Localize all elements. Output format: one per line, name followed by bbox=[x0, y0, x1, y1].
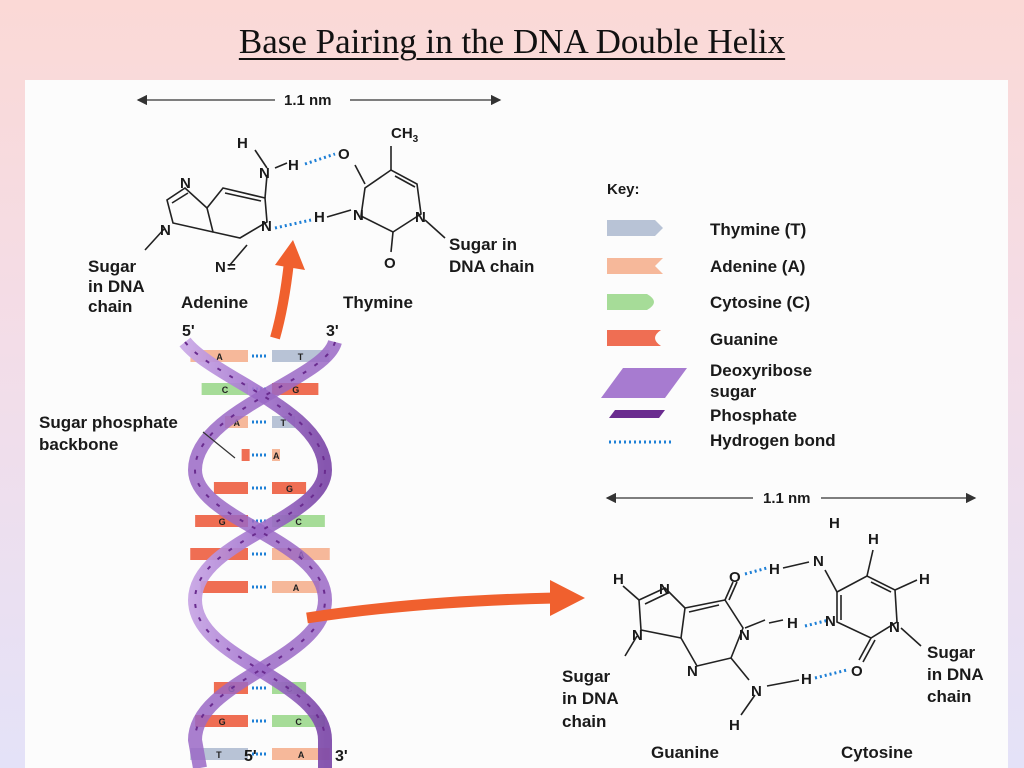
c-atom-n3: N bbox=[889, 619, 900, 636]
c-atom-h5: H bbox=[868, 531, 879, 548]
helix-base-right-letter: A bbox=[298, 750, 305, 760]
c-atom-n2: N bbox=[825, 613, 836, 630]
legend-thymine-label: Thymine (T) bbox=[710, 220, 806, 239]
top-left-sugar-label: Sugar in DNA chain bbox=[88, 257, 149, 316]
legend-guanine-swatch bbox=[607, 330, 661, 346]
bottom-right-sugar-label: Sugar in DNA chain bbox=[927, 643, 988, 706]
helix-base-left-letter: G bbox=[219, 517, 226, 527]
helix-base-left bbox=[200, 581, 248, 593]
strand-top-3prime: 3' bbox=[326, 323, 339, 340]
legend-cytosine-label: Cytosine (C) bbox=[710, 293, 810, 312]
helix-base-right-letter: C bbox=[295, 717, 302, 727]
atom-n7: N bbox=[415, 209, 426, 226]
helix-base-right-letter: T bbox=[298, 352, 304, 362]
strand-bottom-5prime: 5' bbox=[244, 748, 257, 765]
atom-equals: = bbox=[227, 259, 236, 276]
helix-base-right-letter: C bbox=[295, 517, 302, 527]
helix-base-right-letter: T bbox=[281, 418, 287, 428]
c-atom-h3: H bbox=[801, 671, 812, 688]
g-atom-o1: O bbox=[729, 569, 741, 586]
helix-base-left-letter: C bbox=[222, 385, 229, 395]
g-atom-n4: N bbox=[687, 663, 698, 680]
helix-base-left-letter: A bbox=[216, 352, 223, 362]
legend-phosphate-label: Phosphate bbox=[710, 406, 797, 425]
top-right-sugar-label: Sugar in DNA chain bbox=[449, 235, 534, 276]
thymine-label: Thymine bbox=[343, 293, 413, 312]
helix-base-right-letter: G bbox=[292, 385, 299, 395]
atom-o2: O bbox=[384, 255, 396, 272]
legend-heading: Key: bbox=[607, 181, 640, 198]
c-atom-o1: O bbox=[851, 663, 863, 680]
helix-base-right bbox=[272, 581, 320, 593]
c-atom-h6: H bbox=[919, 571, 930, 588]
helix-base-left bbox=[241, 449, 250, 461]
atom-n5: N bbox=[215, 259, 226, 276]
guanine-label: Guanine bbox=[651, 743, 719, 762]
atom-n6: N bbox=[353, 207, 364, 224]
guanine-cytosine-structure: H N N O N N N H H H H H N H H N N O bbox=[613, 515, 930, 734]
atom-n1: N bbox=[259, 165, 270, 182]
legend: Key: Thymine (T) Adenine (A) Cytosine (C… bbox=[601, 181, 836, 450]
backbone-label: Sugar phosphate backbone bbox=[39, 413, 183, 454]
cytosine-label: Cytosine bbox=[841, 743, 913, 762]
atom-o1: O bbox=[338, 146, 350, 163]
g-atom-h2: H bbox=[729, 717, 740, 734]
g-atom-n3: N bbox=[739, 627, 750, 644]
helix-base-left-letter: G bbox=[219, 717, 226, 727]
c-atom-h2: H bbox=[787, 615, 798, 632]
legend-phosphate-swatch bbox=[609, 410, 665, 418]
atom-n4: N bbox=[261, 218, 272, 235]
slide-title: Base Pairing in the DNA Double Helix bbox=[238, 22, 786, 61]
arrow-to-top-pair bbox=[270, 240, 305, 340]
c-atom-n1: N bbox=[813, 553, 824, 570]
helix-base-left-letter: A bbox=[233, 418, 240, 428]
atom-h1: H bbox=[237, 135, 248, 152]
strand-bottom-3prime: 3' bbox=[335, 748, 348, 765]
legend-hbond-label: Hydrogen bond bbox=[710, 431, 836, 450]
legend-sugar-swatch bbox=[601, 368, 687, 398]
helix-base-right-letter: A bbox=[273, 451, 280, 461]
bottom-dimension-label: 1.1 nm bbox=[763, 490, 811, 507]
atom-h2: H bbox=[288, 157, 299, 174]
atom-n2: N bbox=[180, 175, 191, 192]
arrow-to-bottom-pair bbox=[306, 580, 585, 624]
top-dimension-label: 1.1 nm bbox=[284, 92, 332, 109]
diagram-panel: 1.1 nm H N H N N N N = O H bbox=[25, 80, 1008, 768]
legend-cytosine-swatch bbox=[607, 294, 654, 310]
g-atom-n5: N bbox=[751, 683, 762, 700]
legend-sugar-label: Deoxyribose sugar bbox=[710, 361, 817, 401]
helix-base-right bbox=[272, 748, 330, 760]
helix-base-right bbox=[272, 449, 280, 461]
legend-thymine-swatch bbox=[607, 220, 663, 236]
legend-guanine-label: Guanine bbox=[710, 330, 778, 349]
atom-n3: N bbox=[160, 222, 171, 239]
dna-diagram: 1.1 nm H N H N N N N = O H bbox=[39, 92, 988, 768]
g-atom-n1: N bbox=[659, 581, 670, 598]
helix-base-right bbox=[272, 482, 307, 494]
legend-adenine-swatch bbox=[607, 258, 663, 274]
helix-strand-1 bbox=[179, 337, 333, 768]
methyl-group: CH3 bbox=[391, 125, 419, 145]
adenine-label: Adenine bbox=[181, 293, 248, 312]
strand-top-5prime: 5' bbox=[182, 323, 195, 340]
g-atom-n2: N bbox=[632, 627, 643, 644]
g-atom-h1: H bbox=[613, 571, 624, 588]
atom-h3: H bbox=[314, 209, 325, 226]
top-dimension: 1.1 nm bbox=[136, 92, 502, 109]
helix-base-left bbox=[213, 482, 248, 494]
helix-base-right-letter: A bbox=[293, 583, 300, 593]
helix-base-right-letter: G bbox=[286, 484, 293, 494]
bottom-left-sugar-label: Sugar in DNA chain bbox=[562, 667, 623, 731]
helix-base-left-letter: T bbox=[216, 750, 222, 760]
legend-adenine-label: Adenine (A) bbox=[710, 257, 805, 276]
c-atom-h1: H bbox=[769, 561, 780, 578]
c-atom-h4: H bbox=[829, 515, 840, 532]
backbone-pointer bbox=[202, 431, 236, 459]
bottom-dimension: 1.1 nm bbox=[605, 490, 977, 507]
adenine-thymine-structure: H N H N N N N = O H N N O CH3 bbox=[144, 125, 446, 276]
